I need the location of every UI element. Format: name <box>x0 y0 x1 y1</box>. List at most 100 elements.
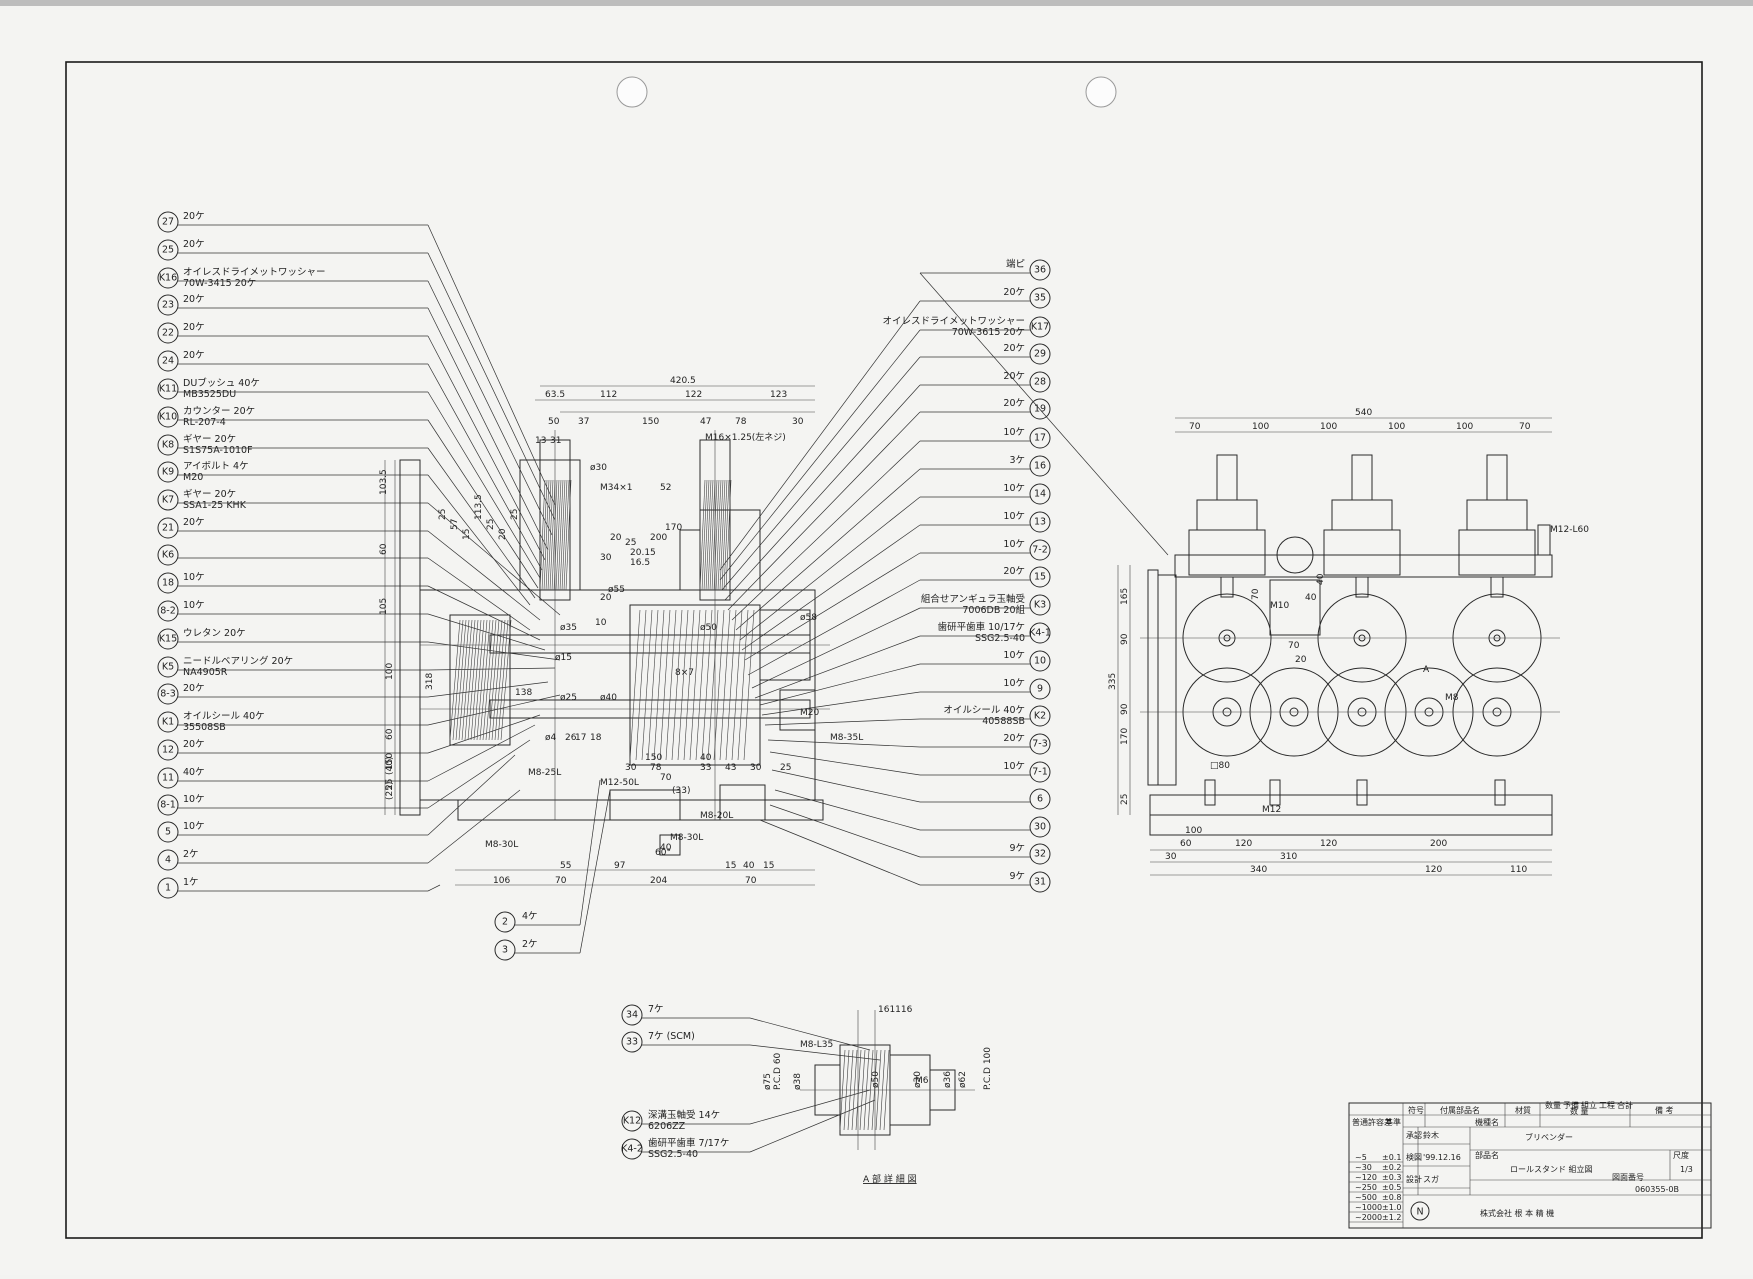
right-cap <box>779 689 816 731</box>
leader-line <box>427 724 536 782</box>
callout-circle <box>157 211 179 233</box>
dim-note: 40 <box>660 843 672 853</box>
callout-circle <box>1029 287 1051 309</box>
callout-number: 33 <box>626 1037 638 1048</box>
dim-note: ø25 <box>560 693 577 703</box>
dim-note: ø35 <box>560 623 577 633</box>
hatch <box>701 609 713 761</box>
dim-note: 17 <box>575 733 586 743</box>
dim-note: M12-L60 <box>1550 525 1589 535</box>
hatch <box>709 479 716 591</box>
callout-circle <box>157 767 179 789</box>
callout-label: MB3525DU <box>183 389 236 400</box>
hatch <box>488 619 500 741</box>
tb-hdr: 備 考 <box>1655 1105 1674 1115</box>
callout-circle <box>157 406 179 428</box>
leader-line <box>767 739 921 748</box>
part-label: 部品名 <box>1475 1150 1499 1160</box>
idler-gear <box>1276 536 1314 574</box>
callout-number: 25 <box>162 245 174 256</box>
callout-circle <box>1029 650 1051 672</box>
dim-text: 70 <box>745 876 757 886</box>
callout-label: 70W-3615 20ケ <box>952 327 1025 338</box>
dim-note: 20.15 <box>630 548 656 558</box>
callout-circle <box>1029 398 1051 420</box>
leader-line <box>427 681 549 698</box>
dim-text: 100 <box>385 663 395 680</box>
hatch <box>647 609 659 761</box>
callout-number: 9 <box>1037 684 1043 695</box>
dim-note: 8×7 <box>675 668 694 678</box>
dim-text: 318 <box>425 673 435 690</box>
callout-circle <box>1029 566 1051 588</box>
hatch <box>683 609 695 761</box>
callout-label: ニードルベアリング 20ケ <box>183 655 293 667</box>
anchor-bolt <box>1269 779 1281 806</box>
callout-number: 16 <box>1034 461 1046 472</box>
dim-text: 150 <box>385 753 395 770</box>
leader-line <box>579 779 601 926</box>
callout-number: 6 <box>1037 794 1043 805</box>
hatch <box>545 479 552 591</box>
dim-note: M10 <box>1270 601 1289 611</box>
hatch <box>549 479 556 591</box>
hatch <box>725 609 737 761</box>
hatch <box>677 609 689 761</box>
hatch <box>717 479 724 591</box>
callout-number: K6 <box>162 550 174 561</box>
leader-line <box>741 524 921 651</box>
handle <box>1147 569 1159 786</box>
hatch <box>452 619 464 741</box>
hatch <box>455 619 467 741</box>
dim-text: (25) <box>385 782 395 800</box>
callout-label: 10ケ <box>183 821 205 832</box>
dim-text: 70 <box>1189 422 1201 432</box>
dim-text: 100 <box>1388 422 1405 432</box>
hatch <box>725 479 732 591</box>
callout-label: 4ケ <box>522 911 538 922</box>
callout-label: 35508SB <box>183 722 226 733</box>
hatch <box>485 619 497 741</box>
dim-text: 120 <box>1235 839 1252 849</box>
dim-text: 165 <box>1120 588 1130 605</box>
title-frame <box>1348 1102 1712 1229</box>
callout-number: 21 <box>162 523 174 534</box>
callout-number: 17 <box>1034 433 1046 444</box>
callout-label: 10ケ <box>183 794 205 805</box>
callout-label: RL-207-4 <box>183 417 226 428</box>
drawing-no-label: 図面番号 <box>1612 1172 1644 1182</box>
callout-number: K7 <box>162 495 174 506</box>
approval-label: 検図 <box>1406 1152 1422 1162</box>
dim-text: 15 <box>763 861 774 871</box>
callout-label: 40ケ <box>183 767 205 778</box>
scale-label: 尺度 <box>1673 1150 1689 1160</box>
callout-label: M20 <box>183 472 203 483</box>
tb-hdr: 符号 <box>1408 1105 1424 1115</box>
callout-circle <box>1029 343 1051 365</box>
callout-circle <box>1029 511 1051 533</box>
tol-value: ±0.1 <box>1382 1153 1401 1162</box>
callout-label: 20ケ <box>183 517 205 528</box>
tol-range: ~2000 <box>1355 1213 1382 1222</box>
dim-text: 20 <box>498 528 508 540</box>
callout-21: 21 20ケ <box>157 517 541 621</box>
dim-note: 52 <box>660 483 671 493</box>
callout-label: 10ケ <box>183 600 205 611</box>
gearbox <box>1458 529 1536 576</box>
leader-line <box>427 280 553 536</box>
callout-label: カウンター 20ケ <box>183 406 255 417</box>
callout-number: K11 <box>159 384 177 395</box>
dim-text: 47 <box>700 417 711 427</box>
dim-note: ø30 <box>590 463 607 473</box>
callout-circle <box>157 572 179 594</box>
